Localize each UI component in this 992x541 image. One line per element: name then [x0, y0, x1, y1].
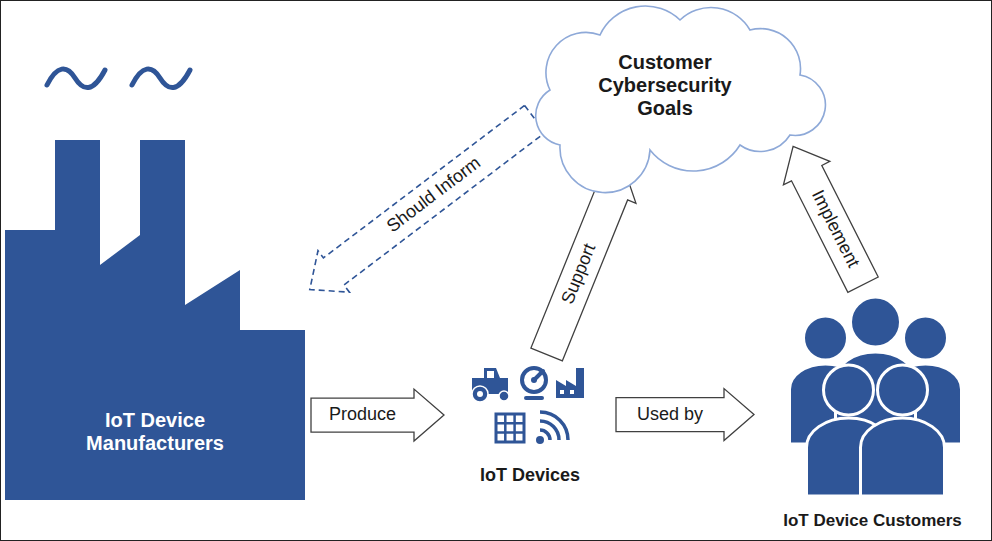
- people-icon: IoT Device Customers: [760, 290, 985, 535]
- node-label: IoT Device Customers: [783, 511, 962, 531]
- factory-icon: [556, 368, 584, 398]
- tractor-icon: [487, 371, 494, 378]
- gauge-icon: [526, 371, 543, 398]
- block-arrow: [311, 389, 444, 441]
- arrow-label: Produce: [327, 405, 398, 425]
- person-head: [877, 365, 927, 415]
- block-arrow: [616, 389, 754, 441]
- person-body: [860, 418, 944, 496]
- factory-icon: [560, 390, 564, 394]
- grid-icon: [496, 414, 524, 442]
- factory-shape: IoT Device Manufacturers: [5, 60, 305, 500]
- arrow-label: Implement: [806, 185, 863, 273]
- block-arrow: [531, 166, 636, 361]
- wifi-icon: [540, 412, 568, 440]
- smoke: [132, 69, 190, 88]
- tractor-icon: [472, 386, 488, 402]
- cloud-outline: [536, 6, 826, 193]
- factory-body: [5, 140, 305, 500]
- node-label: Customer Cybersecurity Goals: [580, 51, 750, 120]
- tractor-icon: [477, 391, 483, 397]
- smoke: [47, 69, 105, 88]
- block-arrow: [310, 105, 545, 292]
- person-head: [850, 297, 900, 347]
- grid-icon: [496, 414, 524, 442]
- person-head: [823, 365, 873, 415]
- person-head: [903, 316, 947, 360]
- person-head: [803, 316, 847, 360]
- people-icon: [760, 290, 985, 535]
- block-arrow: [783, 146, 878, 292]
- node-label: IoT Devices: [480, 465, 580, 486]
- cloud-shape: Customer Cybersecurity Goals: [500, 5, 830, 165]
- gauge-icon: [531, 377, 537, 383]
- tractor-icon: [499, 391, 509, 401]
- factory-icon: [570, 390, 574, 394]
- wifi-icon: [536, 436, 544, 444]
- node-label: IoT Device Manufacturers: [40, 409, 270, 455]
- device-icons: IoT Devices: [450, 360, 610, 490]
- arrow-label: Used by: [635, 405, 705, 425]
- arrow-label: Should Inform: [382, 152, 486, 238]
- arrow-label: Support: [557, 239, 601, 309]
